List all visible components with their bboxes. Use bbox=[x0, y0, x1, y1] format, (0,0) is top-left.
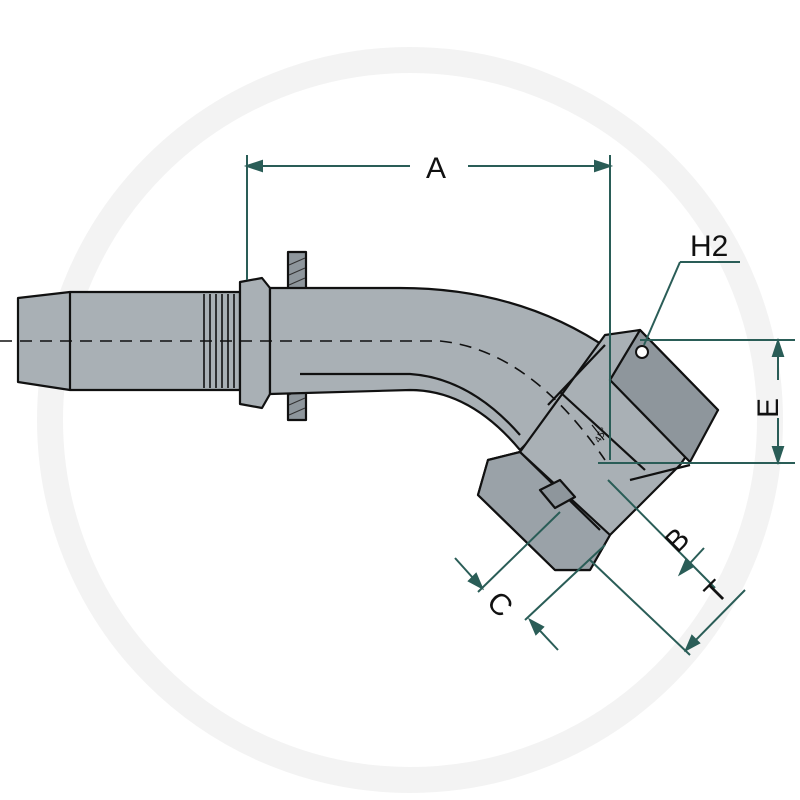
label-c: C bbox=[480, 585, 519, 624]
h2-port-hole bbox=[635, 345, 649, 359]
dim-e-arrow-top bbox=[771, 337, 785, 357]
dim-t-ext-1 bbox=[589, 559, 691, 656]
collar bbox=[238, 276, 272, 410]
pipe-lower-edge bbox=[300, 372, 521, 436]
dim-c-ext-2 bbox=[524, 544, 606, 621]
label-e: E bbox=[752, 398, 785, 418]
label-h2: H2 bbox=[690, 230, 728, 263]
h2-leader-diag bbox=[643, 261, 681, 346]
nut-edge-3 bbox=[547, 344, 606, 406]
dimension-lines bbox=[243, 155, 795, 656]
dim-b-arrow bbox=[677, 558, 694, 577]
dim-a-arrow-left bbox=[243, 159, 263, 173]
dim-c-ext bbox=[477, 511, 561, 593]
center-line bbox=[0, 340, 606, 461]
cone-detail bbox=[538, 478, 577, 510]
dim-b-ext bbox=[607, 479, 716, 589]
nut-edge-4 bbox=[629, 463, 691, 482]
label-a: A bbox=[426, 152, 446, 185]
dim-t-arrow bbox=[683, 634, 701, 653]
dim-a-arrow-right bbox=[594, 159, 614, 173]
dim-e-arrow-bottom bbox=[771, 446, 785, 466]
watermark-circle bbox=[37, 47, 783, 793]
dim-c-arrow-1 bbox=[467, 572, 485, 591]
label-b: B bbox=[659, 522, 696, 559]
fitting-body bbox=[16, 250, 720, 572]
dim-c-arrow-2 bbox=[527, 617, 545, 636]
nut-edge-1 bbox=[559, 391, 646, 471]
